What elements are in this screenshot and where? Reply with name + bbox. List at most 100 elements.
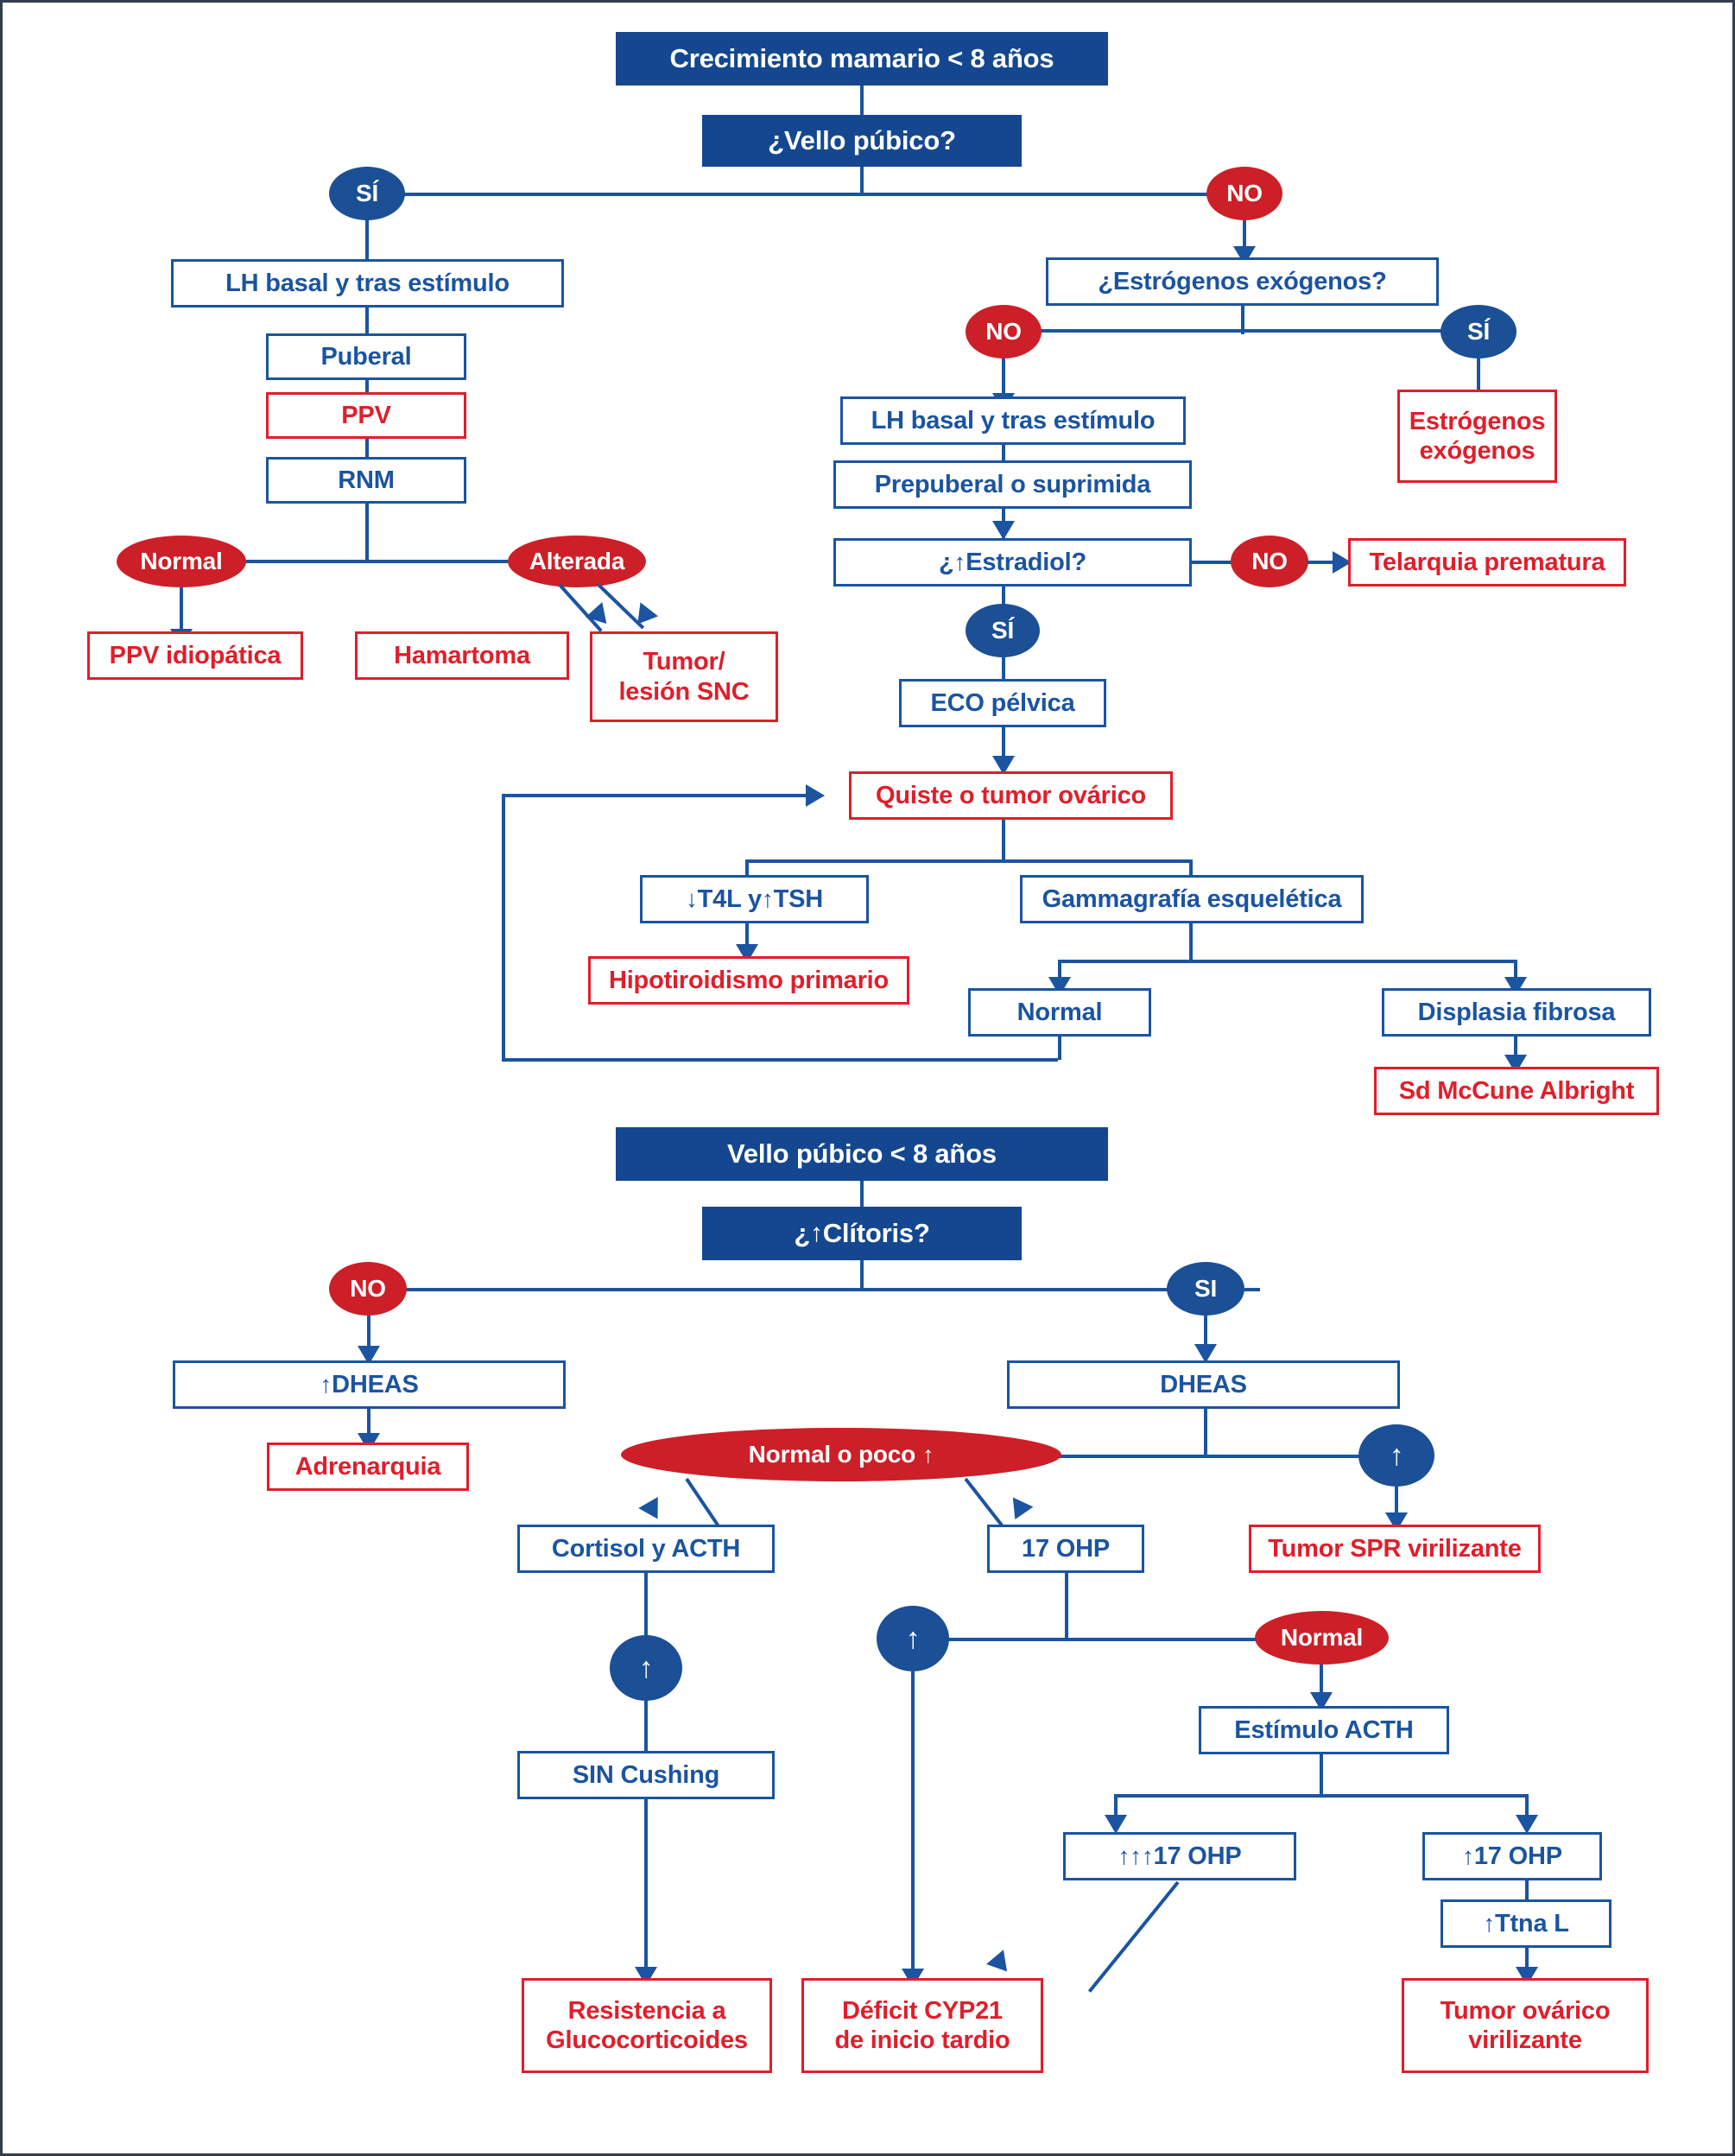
box-t4l-tsh: ↓T4L y↑TSH xyxy=(640,875,869,923)
box-displasia-fibrosa: Displasia fibrosa xyxy=(1382,988,1651,1037)
ellipse-normal-rnm: Normal xyxy=(117,536,246,587)
arrow-up-icon-clitoris: ↑ xyxy=(810,1219,823,1248)
single-ohp-label: 17 OHP xyxy=(1473,1842,1562,1870)
conn-loop-vertical xyxy=(502,794,505,1062)
ttna-label: Ttna L xyxy=(1494,1909,1569,1937)
box-hipotiroidismo-primario: Hipotiroidismo primario xyxy=(588,956,909,1005)
conn-header2-to-question xyxy=(860,1181,864,1208)
box-tumor-lesion-snc: Tumor/ lesión SNC xyxy=(590,631,778,722)
box-eco-pelvica: ECO pélvica xyxy=(899,679,1106,727)
box-lh-basal-right: LH basal y tras estímulo xyxy=(840,396,1186,445)
conn-gamma-normal-down xyxy=(1058,1037,1061,1060)
arrow-up-icon-spr: ↑ xyxy=(1389,1439,1404,1472)
question-clitoris: ¿↑ Clítoris? xyxy=(702,1207,1022,1260)
conn-to-triple-ohp xyxy=(1114,1794,1118,1830)
box-deficit-cyp21: Déficit CYP21 de inicio tardio xyxy=(801,1978,1043,2073)
ellipse-si-clitoris: SI xyxy=(1167,1262,1244,1316)
arrow-up-icon-normal-poco: ↑ xyxy=(922,1441,934,1468)
ellipse-si-estrogenos: SÍ xyxy=(1441,305,1517,358)
box-triple-17-ohp: ↑↑↑17 OHP xyxy=(1063,1832,1296,1880)
arrowhead-loop-quiste xyxy=(806,784,825,807)
box-lh-basal-left: LH basal y tras estímulo xyxy=(171,259,564,308)
clitoris-prefix: ¿ xyxy=(794,1217,811,1248)
conn-quiste-down xyxy=(1002,820,1005,863)
conn-dheas-to-adrenarquia xyxy=(367,1409,370,1452)
conn-loop-bottom xyxy=(502,1058,1058,1062)
box-puberal: Puberal xyxy=(266,333,466,380)
arrow-up-icon-ttna: ↑ xyxy=(1483,1910,1495,1937)
ellipse-alterada-rnm: Alterada xyxy=(508,536,646,587)
arrowhead-deficit-diag xyxy=(985,1950,1016,1979)
arrow-up-icon-dheas: ↑ xyxy=(320,1371,332,1398)
conn-gamma-split xyxy=(1058,960,1514,963)
conn-si-estrogenos-down xyxy=(1477,358,1480,406)
ellipse-normal-17ohp: Normal xyxy=(1255,1611,1389,1665)
conn-single-ohp-down xyxy=(1525,1880,1529,1905)
question-vello-pubico: ¿Vello púbico? xyxy=(702,115,1022,167)
conn-si-clitoris-down xyxy=(1204,1316,1207,1366)
box-quiste-tumor-ovarico: Quiste o tumor ovárico xyxy=(849,771,1173,820)
conn-puberal-to-ppv xyxy=(365,380,369,403)
conn-question2-down xyxy=(860,1260,864,1290)
t4l-label: T4L y xyxy=(697,885,762,913)
box-ttna-l: ↑Ttna L xyxy=(1441,1899,1612,1948)
box-single-17-ohp: ↑17 OHP xyxy=(1422,1832,1602,1880)
box-sin-cushing: SIN Cushing xyxy=(517,1751,775,1799)
box-cortisol-acth: Cortisol y ACTH xyxy=(517,1525,775,1573)
ellipse-no-clitoris: NO xyxy=(329,1262,407,1316)
arrowhead-hamartoma xyxy=(585,602,616,631)
ellipse-normal-o-poco: Normal o poco↑ xyxy=(621,1428,1061,1481)
ellipse-arrow-up-17ohp: ↑ xyxy=(877,1606,949,1671)
conn-normal-17ohp-down xyxy=(1320,1665,1323,1715)
ellipse-arrow-up-spr: ↑ xyxy=(1358,1424,1434,1487)
conn-no-to-telarquia xyxy=(1307,561,1341,564)
arrowhead-17ohp xyxy=(1004,1497,1034,1525)
box-prepuberal-suprimida: Prepuberal o suprimida xyxy=(833,460,1192,509)
box-tumor-spr-virilizante: Tumor SPR virilizante xyxy=(1249,1525,1541,1573)
conn-quiste-split xyxy=(745,859,1193,863)
box-tumor-ovarico-virilizante: Tumor ovárico virilizante xyxy=(1402,1978,1649,2073)
conn-triple-to-deficit xyxy=(1087,1880,1180,1993)
conn-17ohp-up-down xyxy=(911,1671,915,1991)
conn-t4l-down xyxy=(745,923,749,963)
arrow-up-icon-cortisol: ↑ xyxy=(638,1652,654,1684)
conn-loop-into-quiste xyxy=(502,794,811,797)
conn-estradiol-to-no xyxy=(1192,561,1237,564)
tsh-label: TSH xyxy=(773,885,824,913)
ellipse-no-estradiol: NO xyxy=(1231,536,1308,587)
conn-ppv-to-rnm xyxy=(365,439,369,460)
conn-header-to-question xyxy=(860,86,864,115)
header-vello-pubico: Vello púbico < 8 años xyxy=(616,1127,1108,1181)
arrow-up-icon-17ohp: ↑ xyxy=(905,1622,921,1655)
arrowhead-estradiol xyxy=(992,521,1015,540)
conn-split-top xyxy=(367,193,1244,196)
conn-si-stub xyxy=(1243,1288,1260,1291)
box-dheas-elevado: ↑DHEAS xyxy=(173,1360,566,1409)
conn-dheas-right-split xyxy=(866,1455,1396,1458)
clitoris-suffix: Clítoris? xyxy=(822,1217,930,1248)
ellipse-si-estradiol: SÍ xyxy=(966,604,1040,657)
conn-si-to-lh xyxy=(365,220,369,259)
ellipse-arrow-up-cortisol: ↑ xyxy=(610,1635,682,1701)
estradiol-suffix: Estradiol? xyxy=(966,548,1087,576)
arrowhead-triple-ohp xyxy=(1105,1815,1127,1834)
conn-spr-down xyxy=(1395,1487,1398,1531)
arrowhead-cortisol xyxy=(638,1496,668,1525)
arrowhead-single-ohp xyxy=(1516,1815,1538,1834)
box-gammagrafia-esqueletica: Gammagrafía esquelética xyxy=(1020,875,1364,923)
arrow-up-icon: ↑ xyxy=(953,549,966,576)
box-gamma-normal: Normal xyxy=(968,988,1151,1037)
box-17-ohp: 17 OHP xyxy=(987,1525,1144,1573)
triple-ohp-label: 17 OHP xyxy=(1153,1842,1242,1870)
box-sd-mccune-albright: Sd McCune Albright xyxy=(1374,1067,1659,1115)
conn-eco-down xyxy=(1002,727,1005,772)
conn-lh-to-puberal xyxy=(365,308,369,333)
arrow-up-icon-2: ↑ xyxy=(1130,1842,1142,1870)
conn-estimulo-down xyxy=(1320,1754,1323,1798)
conn-estimulo-split xyxy=(1114,1794,1527,1798)
arrow-up-icon-1: ↑ xyxy=(1118,1842,1130,1870)
box-ppv-idiopatica: PPV idiopática xyxy=(87,631,303,680)
arrow-up-icon-single: ↑ xyxy=(1462,1842,1474,1870)
arrowhead-quiste xyxy=(992,756,1015,775)
box-telarquia-prematura: Telarquia prematura xyxy=(1348,538,1626,587)
